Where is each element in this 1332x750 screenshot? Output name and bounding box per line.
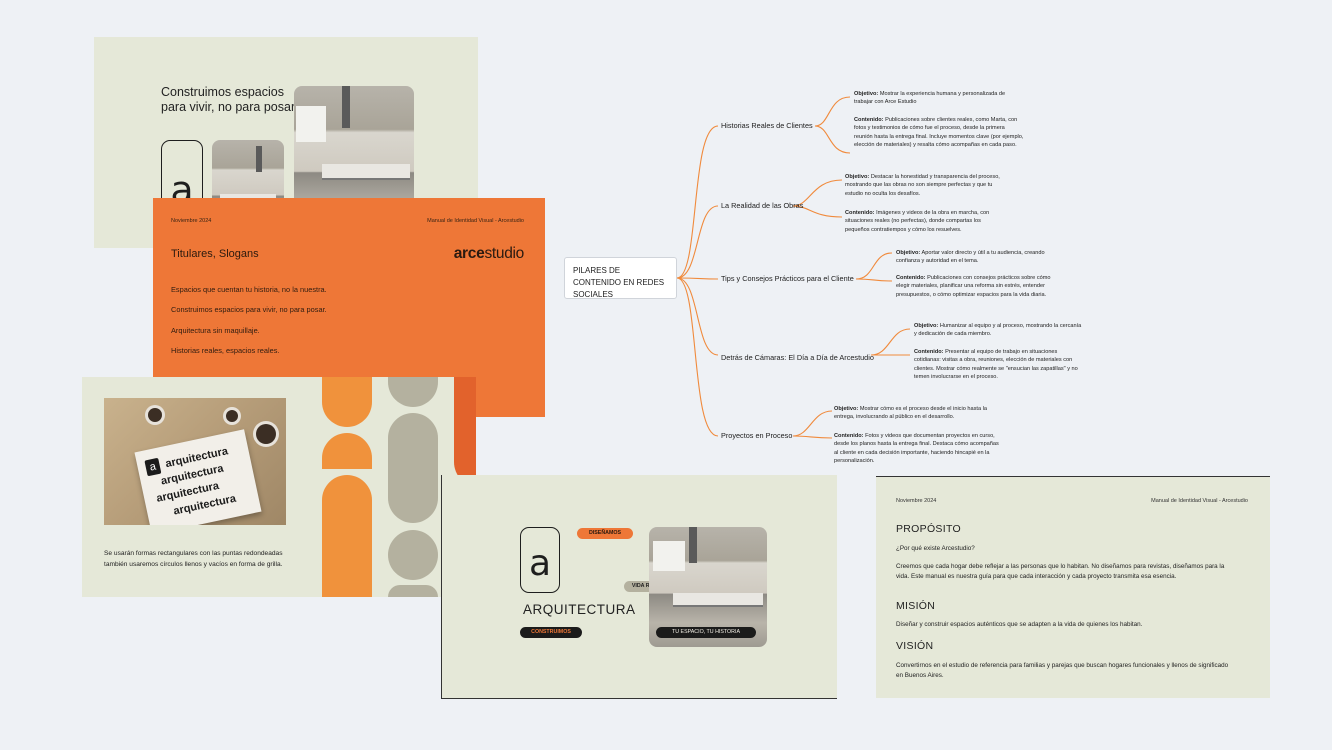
branch-tips[interactable]: Tips y Consejos Prácticos para el Client… xyxy=(721,274,854,283)
slogan-item: Historias reales, espacios reales. xyxy=(171,346,280,355)
half-circle-shape xyxy=(322,377,372,427)
proposito-slide: Noviembre 2024 Manual de Identidad Visua… xyxy=(876,476,1270,698)
shapes-caption: Se usarán formas rectangulares con las p… xyxy=(104,550,283,568)
leaf-contenido: Contenido: Imágenes y videos de la obra … xyxy=(845,210,990,233)
pill-shape xyxy=(388,413,438,523)
pill-construimos: CONSTRUIMOS xyxy=(520,627,582,638)
logo-letter: a xyxy=(528,543,552,584)
slide-manual-label: Manual de Identidad Visual - Arcestudio xyxy=(427,218,524,224)
leaf-objetivo: Objetivo: Humanizar al equipo y al proce… xyxy=(914,323,1082,338)
slide-date: Noviembre 2024 xyxy=(896,498,937,504)
leaf-objetivo: Objetivo: Aportar valor directo y útil a… xyxy=(896,250,1045,265)
leaf-objetivo: Objetivo: Mostrar la experiencia humana … xyxy=(854,91,1006,106)
leaf-contenido: Contenido: Publicaciones con consejos pr… xyxy=(896,275,1051,298)
proposito-text: Creemos que cada hogar debe reflejar a l… xyxy=(896,563,1225,580)
slogan-item: Espacios que cuentan tu historia, no la … xyxy=(171,285,327,294)
mockup-logo-icon: a xyxy=(144,457,162,477)
arquitectura-slide: a DISEÑAMOS ARQUITECTURA VIDA REAL CONST… xyxy=(441,475,837,699)
slogan-item: Arquitectura sin maquillaje. xyxy=(171,326,260,335)
mind-map: PILARES DE CONTENIDO EN REDES SOCIALES H… xyxy=(560,85,1120,475)
leaf-contenido: Contenido: Presentar al equipo de trabaj… xyxy=(914,349,1078,380)
pill-shape xyxy=(454,377,476,487)
proposito-heading: PROPÓSITO xyxy=(896,523,961,535)
circle-shape xyxy=(388,377,438,407)
shapes-slide: a arquitectura arquitectura arquitectura… xyxy=(82,377,476,597)
slogan-item: Construimos espacios para vivir, no para… xyxy=(171,305,327,314)
half-circle-shape xyxy=(388,585,438,597)
vision-heading: VISIÓN xyxy=(896,640,934,652)
pill-vida-real: VIDA REAL xyxy=(624,581,668,592)
mision-text: Diseñar y construir espacios auténticos … xyxy=(896,621,1143,628)
slide-manual-label: Manual de Identidad Visual - Arcestudio xyxy=(1151,498,1248,504)
mision-heading: MISIÓN xyxy=(896,600,936,612)
pill-disenamos: DISEÑAMOS xyxy=(577,528,633,539)
mockup-photo: a arquitectura arquitectura arquitectura… xyxy=(104,398,286,525)
arquitectura-word: ARQUITECTURA xyxy=(523,602,636,617)
hero-title: Construimos espacios para vivir, no para… xyxy=(161,85,298,114)
tag-tu-espacio: TU ESPACIO, TU HISTORIA xyxy=(656,627,756,638)
leaf-objetivo: Objetivo: Mostrar cómo es el proceso des… xyxy=(834,406,987,421)
vision-text: Convertirnos en el estudio de referencia… xyxy=(896,662,1229,679)
branch-detras-camaras[interactable]: Detrás de Cámaras: El Día a Día de Arces… xyxy=(721,353,874,362)
proposito-question: ¿Por qué existe Arcestudio? xyxy=(896,545,975,552)
mockup-paper: a arquitectura arquitectura arquitectura… xyxy=(134,429,262,525)
slide-date: Noviembre 2024 xyxy=(171,218,212,224)
leaf-contenido: Contenido: Fotos y videos que documentan… xyxy=(834,433,999,464)
leaf-objetivo: Objetivo: Destacar la honestidad y trans… xyxy=(845,174,1000,197)
circle-shape xyxy=(388,530,438,580)
branch-realidad[interactable]: La Realidad de las Obras xyxy=(721,201,804,210)
slide-heading: Titulares, Slogans xyxy=(171,248,259,260)
branch-historias[interactable]: Historias Reales de Clientes xyxy=(721,121,813,130)
pill-shape xyxy=(322,433,372,469)
branch-proyectos[interactable]: Proyectos en Proceso xyxy=(721,431,793,440)
brand-logo: arcestudio xyxy=(453,245,525,262)
mind-map-connectors xyxy=(676,96,911,439)
leaf-contenido: Contenido: Publicaciones sobre clientes … xyxy=(854,117,1024,148)
mind-map-root[interactable]: PILARES DE CONTENIDO EN REDES SOCIALES xyxy=(564,257,677,299)
logo-a-icon: a xyxy=(520,527,560,593)
pill-shape xyxy=(322,475,372,597)
